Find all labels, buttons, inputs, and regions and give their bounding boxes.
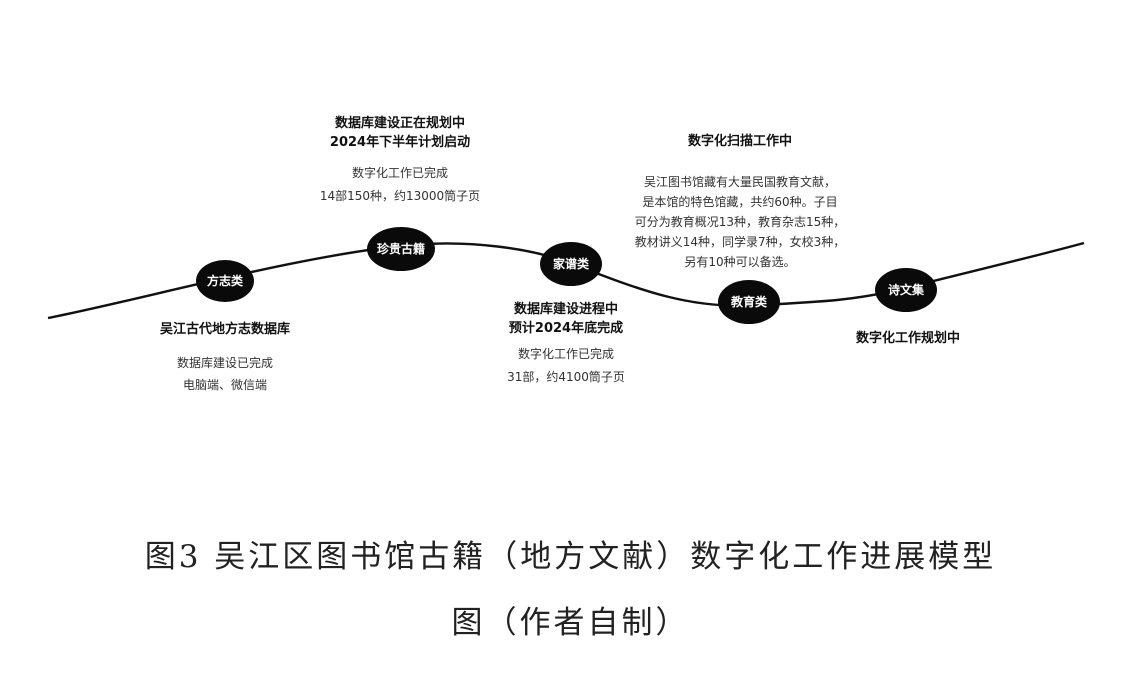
timeline-diagram: 方志类 珍贵古籍 家谱类 教育类 诗文集 — [47, 227, 1085, 324]
jiapu-line-1: 数字化工作已完成 — [517, 347, 614, 361]
jiaoyu-line-5: 另有10种可以备选。 — [684, 255, 796, 269]
guji-line-2: 14部150种，约13000筒子页 — [319, 189, 481, 203]
node-label-guji: 珍贵古籍 — [377, 241, 425, 256]
guji-line-1: 数字化工作已完成 — [351, 166, 448, 180]
node-jiaoyu: 教育类 — [718, 280, 780, 324]
jiaoyu-heading: 数字化扫描工作中 — [687, 134, 792, 149]
jiaoyu-line-3: 可分为教育概况13种，教育杂志15种， — [634, 215, 846, 229]
node-label-jiapu: 家谱类 — [553, 256, 590, 271]
fangzhi-line-2: 电脑端、微信端 — [182, 378, 267, 392]
guji-heading-line-1: 数据库建设正在规划中 — [334, 116, 465, 131]
node-jiapu: 家谱类 — [540, 242, 602, 286]
shiwen-heading: 数字化工作规划中 — [855, 331, 960, 346]
jiapu-line-2: 31部，约4100筒子页 — [507, 370, 625, 384]
jiaoyu-line-2: 是本馆的特色馆藏，共约60种。子目 — [642, 195, 838, 209]
jiapu-heading-line-1: 数据库建设进程中 — [513, 302, 618, 317]
fangzhi-line-1: 数据库建设已完成 — [176, 356, 273, 370]
node-label-fangzhi: 方志类 — [207, 273, 244, 288]
jiaoyu-line-4: 教材讲义14种，同学录7种，女校3种， — [634, 235, 846, 249]
figure-caption-line-1: 图3 吴江区图书馆古籍（地方文献）数字化工作进展模型 — [144, 539, 997, 575]
node-fangzhi: 方志类 — [196, 260, 254, 302]
node-guji: 珍贵古籍 — [367, 227, 435, 271]
node-label-shiwen: 诗文集 — [888, 282, 925, 297]
jiapu-heading-line-2: 预计2024年底完成 — [508, 321, 624, 336]
fangzhi-heading: 吴江古代地方志数据库 — [159, 322, 290, 337]
node-label-jiaoyu: 教育类 — [730, 294, 768, 309]
node-shiwen: 诗文集 — [875, 268, 937, 312]
guji-heading-line-2: 2024年下半年计划启动 — [329, 135, 471, 150]
jiaoyu-line-1: 吴江图书馆藏有大量民国教育文献， — [643, 175, 836, 189]
figure-caption-line-2: 图（作者自制） — [451, 605, 690, 641]
